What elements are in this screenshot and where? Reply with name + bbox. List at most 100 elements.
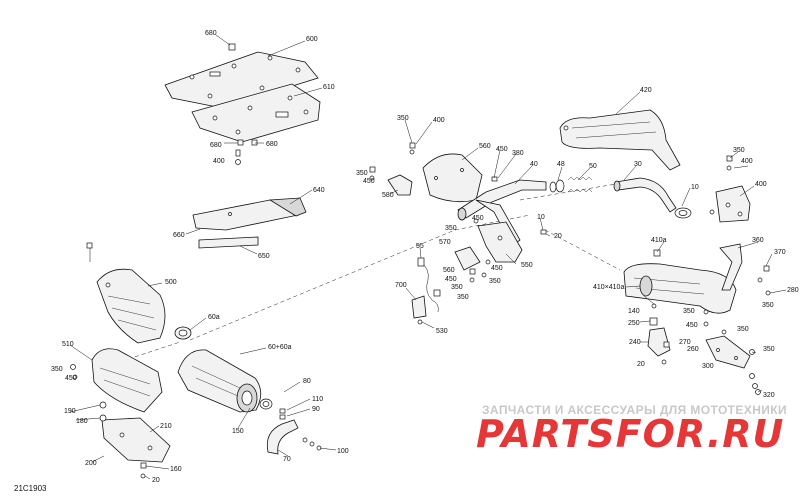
- callout-580: 580: [382, 192, 394, 199]
- callout-400: 400: [755, 181, 767, 188]
- callout-610: 610: [323, 84, 335, 91]
- callout-270: 270: [679, 339, 691, 346]
- callout-570: 570: [439, 239, 451, 246]
- callout-640: 640: [313, 187, 325, 194]
- callout-350: 350: [762, 302, 774, 309]
- manifold-410: [623, 263, 737, 314]
- callout-680: 680: [266, 141, 278, 148]
- bracket-580: [387, 174, 413, 196]
- callout-350: 350: [356, 170, 368, 177]
- heat-shield-420: [559, 109, 681, 171]
- callout-410a: 410a: [651, 237, 667, 244]
- right-hardware: [649, 249, 771, 335]
- callout-420: 420: [640, 87, 652, 94]
- muffler-shield-510: [91, 348, 163, 413]
- callout-190: 190: [64, 408, 76, 415]
- callout-80: 80: [303, 378, 311, 385]
- routing-lines: [94, 179, 641, 371]
- callout-350: 350: [445, 225, 457, 232]
- callout-530: 530: [436, 328, 448, 335]
- watermark-subtitle: ЗАПЧАСТИ И АКСЕССУАРЫ ДЛЯ МОТОТЕХНИКИ: [482, 403, 788, 417]
- callout-30: 30: [634, 161, 642, 168]
- callout-700: 700: [395, 282, 407, 289]
- callout-560: 560: [443, 267, 455, 274]
- callout-550: 550: [521, 262, 533, 269]
- callout-500: 500: [165, 279, 177, 286]
- callout-240: 240: [629, 339, 641, 346]
- callout-160: 160: [170, 466, 182, 473]
- callout-680: 680: [205, 30, 217, 37]
- callout-450: 450: [496, 146, 508, 153]
- bracket-240: [647, 327, 671, 365]
- skid-plate-600: [164, 51, 319, 109]
- callout-650: 650: [258, 253, 270, 260]
- callout-680: 680: [210, 142, 222, 149]
- callout-280: 280: [787, 287, 799, 294]
- callout-70: 70: [283, 456, 291, 463]
- gasket-80: [259, 398, 273, 410]
- callout-350: 350: [51, 366, 63, 373]
- callout-370: 370: [774, 249, 786, 256]
- callout-410x410a: 410×410a: [593, 284, 624, 291]
- callout-20: 20: [554, 233, 562, 240]
- heat-shield-560: [422, 153, 483, 203]
- callout-400: 400: [741, 158, 753, 165]
- callout-450: 450: [472, 215, 484, 222]
- leader-lines: [69, 34, 787, 480]
- callout-90: 90: [312, 406, 320, 413]
- callout-60-60a: 60+60a: [268, 344, 292, 351]
- muffler-60: [177, 349, 262, 413]
- callout-400: 400: [213, 158, 225, 165]
- callout-660: 660: [173, 232, 185, 239]
- bracket-550: [477, 221, 523, 263]
- callout-40: 40: [530, 161, 538, 168]
- gasket-10: [674, 207, 692, 219]
- muffler-shield-500: [86, 242, 166, 344]
- callout-560: 560: [479, 143, 491, 150]
- callout-450: 450: [65, 375, 77, 382]
- callout-48: 48: [557, 161, 565, 168]
- tail-pipe-70: [266, 419, 299, 455]
- callout-210: 210: [160, 423, 172, 430]
- callout-350: 350: [397, 115, 409, 122]
- seal-48: [549, 179, 565, 193]
- bracket-300: [705, 335, 751, 369]
- skid-plate-hardware: [228, 43, 258, 165]
- clamp-60a: [174, 326, 192, 340]
- callout-10: 10: [537, 214, 545, 221]
- bracket-360: [719, 243, 743, 291]
- callout-360: 360: [752, 237, 764, 244]
- callout-250: 250: [628, 320, 640, 327]
- callout-60a: 60a: [208, 314, 220, 321]
- watermark-logo: PARTSFOR.RU: [476, 412, 785, 456]
- callout-450: 450: [491, 265, 503, 272]
- callout-350: 350: [733, 147, 745, 154]
- callout-150: 150: [232, 428, 244, 435]
- hardware-320: [749, 349, 761, 395]
- callout-350: 350: [457, 294, 469, 301]
- callout-20: 20: [152, 477, 160, 484]
- mid-hardware: [469, 218, 547, 283]
- skid-plate-610: [191, 83, 321, 143]
- callout-110: 110: [312, 396, 323, 403]
- callout-350: 350: [763, 346, 775, 353]
- callout-350: 350: [451, 284, 463, 291]
- bracket-400: [709, 155, 751, 223]
- callout-labels: 680 600 610 680 680 400 640 660 650 350 …: [51, 30, 799, 484]
- callout-400: 400: [433, 117, 445, 124]
- muffler-hardware-right: [279, 408, 322, 451]
- callout-200: 200: [85, 460, 97, 467]
- callout-450: 450: [363, 178, 375, 185]
- callout-260: 260: [687, 346, 699, 353]
- callout-600: 600: [306, 36, 318, 43]
- callout-50: 50: [589, 163, 597, 170]
- callout-100: 100: [337, 448, 349, 455]
- callout-140: 140: [628, 308, 640, 315]
- callout-350: 350: [683, 308, 695, 315]
- callout-450: 450: [445, 276, 457, 283]
- bracket-700: [411, 295, 427, 325]
- heat-shield-650: [198, 236, 259, 249]
- hanger-570: [454, 246, 481, 271]
- callout-180: 180: [76, 418, 88, 425]
